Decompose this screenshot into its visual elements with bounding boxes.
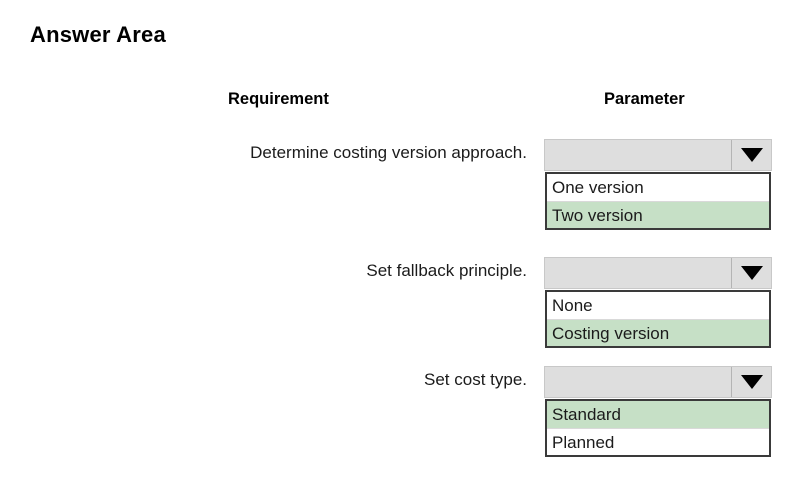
column-header-requirement: Requirement — [228, 90, 329, 108]
dropdown-option[interactable]: Planned — [547, 428, 769, 455]
parameter-dropdown[interactable]: One version Two version — [544, 139, 772, 230]
chevron-down-icon[interactable] — [731, 140, 771, 170]
dropdown-option-list[interactable]: None Costing version — [545, 290, 771, 348]
dropdown-combobox[interactable] — [544, 366, 772, 398]
dropdown-option[interactable]: One version — [547, 174, 769, 201]
chevron-down-glyph — [740, 148, 763, 162]
requirement-label: Set fallback principle. — [366, 261, 527, 280]
requirement-label: Set cost type. — [424, 370, 527, 389]
parameter-dropdown[interactable]: Standard Planned — [544, 366, 772, 457]
dropdown-combobox[interactable] — [544, 257, 772, 289]
dropdown-option-selected[interactable]: Standard — [547, 401, 769, 428]
chevron-down-icon[interactable] — [731, 367, 771, 397]
page-title: Answer Area — [30, 22, 166, 47]
column-header-parameter: Parameter — [604, 90, 685, 108]
dropdown-option-list[interactable]: Standard Planned — [545, 399, 771, 457]
chevron-down-glyph — [740, 375, 763, 389]
dropdown-option-selected[interactable]: Costing version — [547, 319, 769, 346]
parameter-dropdown[interactable]: None Costing version — [544, 257, 772, 348]
chevron-down-glyph — [740, 266, 763, 280]
dropdown-option-list[interactable]: One version Two version — [545, 172, 771, 230]
requirement-label: Determine costing version approach. — [250, 143, 527, 162]
dropdown-combobox[interactable] — [544, 139, 772, 171]
dropdown-option-selected[interactable]: Two version — [547, 201, 769, 228]
chevron-down-icon[interactable] — [731, 258, 771, 288]
dropdown-option[interactable]: None — [547, 292, 769, 319]
